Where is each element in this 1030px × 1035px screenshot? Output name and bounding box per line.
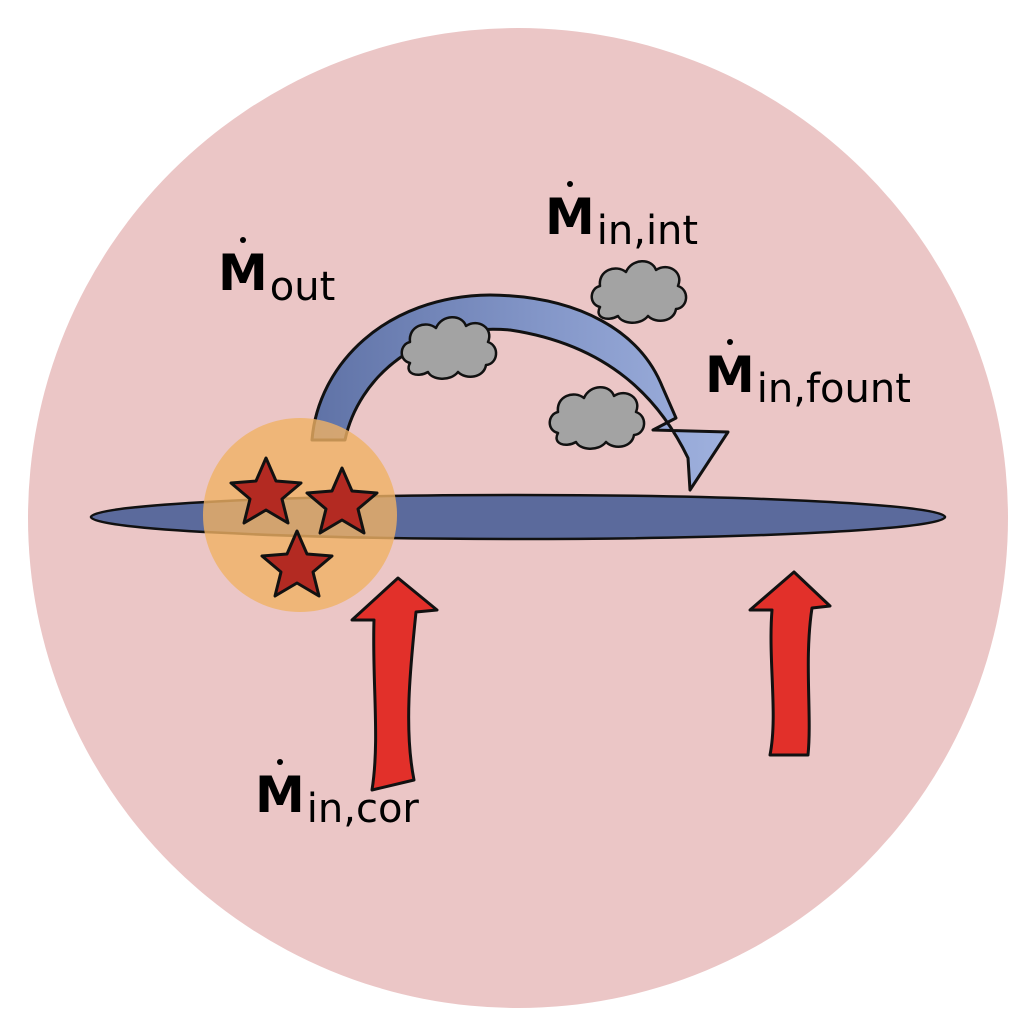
label-symbol: M: [545, 188, 595, 246]
label-symbol: M: [218, 244, 268, 302]
label-subscript: in,int: [596, 208, 699, 254]
star-icon: [229, 456, 303, 525]
star-cluster-region: [203, 418, 397, 612]
mass-outflow-label: Mout: [218, 248, 335, 307]
label-symbol: M: [705, 346, 755, 404]
mass-inflow-int-label: Min,int: [545, 192, 698, 251]
inflow-arrow-left: [350, 576, 439, 792]
label-subscript: in,cor: [306, 786, 419, 832]
cloud-icon: [548, 385, 646, 451]
label-symbol: M: [255, 766, 305, 824]
star-icon: [260, 529, 334, 598]
label-subscript: out: [269, 264, 336, 310]
star-icon: [305, 466, 379, 535]
mass-inflow-cor-label: Min,cor: [255, 770, 419, 829]
cloud-icon: [400, 315, 498, 381]
mass-inflow-fount-label: Min,fount: [705, 350, 911, 409]
label-subscript: in,fount: [756, 366, 911, 412]
cloud-icon: [590, 259, 688, 325]
inflow-arrow-right: [748, 570, 832, 757]
